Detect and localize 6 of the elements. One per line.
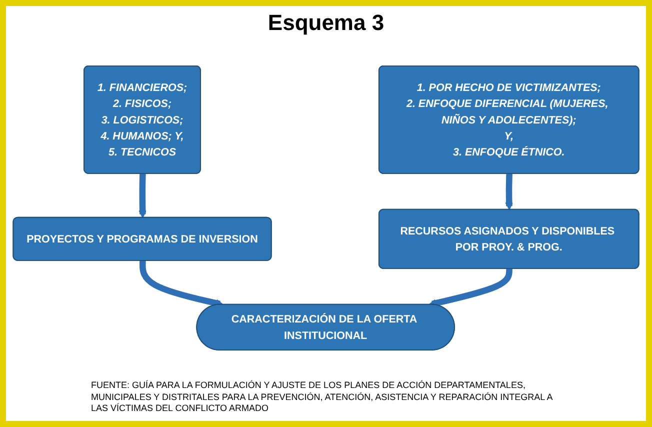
diagram-title: Esquema 3 xyxy=(268,10,384,36)
source-caption: FUENTE: GUÍA PARA LA FORMULACIÓN Y AJUSTE DE LOS PLANES DE ACCIÓN DEPARTAMENTALES, MUNICIPALES Y DISTRITALES PARA LA PREVENCIÓN, ATENCIÓN, ASISTENCIA Y REPARACIÓN INTEGRAL A LAS VÍCTIMAS DEL CONFLICTO ARMADO xyxy=(91,380,554,415)
arrow xyxy=(428,268,512,308)
arrow xyxy=(138,174,147,218)
arrow xyxy=(505,174,514,210)
arrow xyxy=(140,260,224,308)
